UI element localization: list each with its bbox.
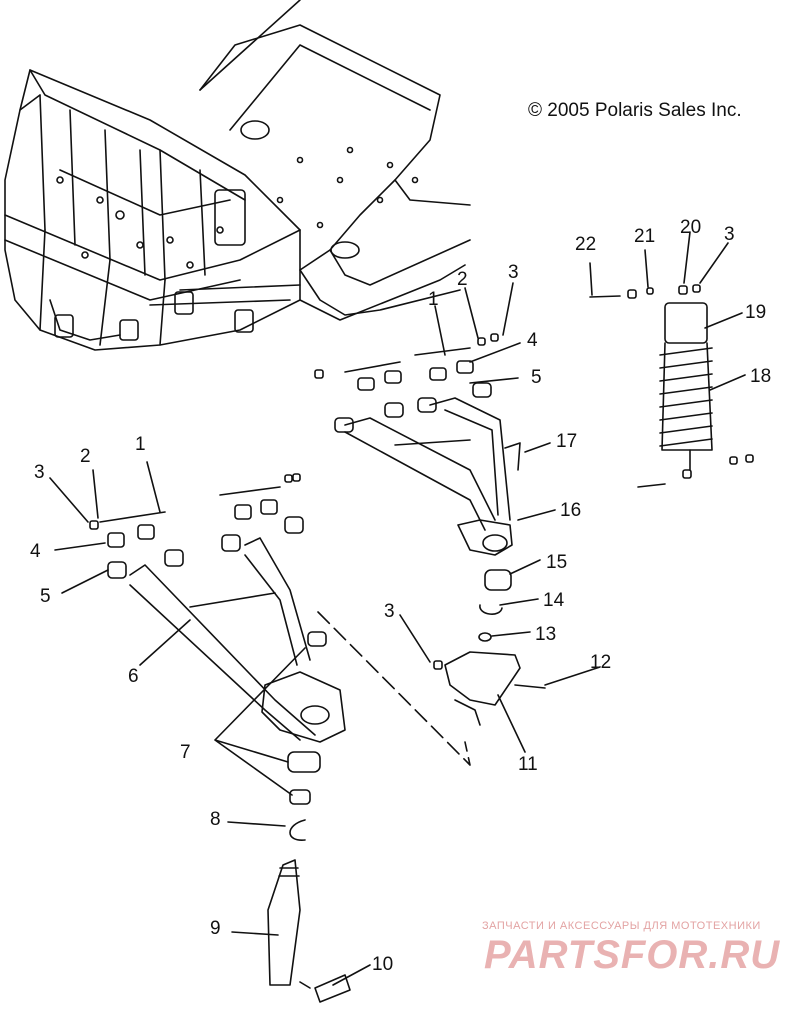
callout-16: 16 xyxy=(560,500,581,521)
spindle-assembly xyxy=(267,569,546,1003)
callout-19: 19 xyxy=(745,302,766,323)
copyright-notice: © 2005 Polaris Sales Inc. xyxy=(528,100,742,121)
lower-a-arm-assembly xyxy=(89,473,346,743)
callout-13: 13 xyxy=(535,624,556,645)
callout-labels: 1 2 3 4 5 6 7 8 9 10 11 12 13 14 15 16 1… xyxy=(30,217,771,975)
callout-2: 2 xyxy=(80,446,91,467)
callout-5-upper: 5 xyxy=(531,367,542,388)
watermark-logo: PARTSFOR.RU xyxy=(484,933,781,977)
callout-6: 6 xyxy=(128,666,139,687)
callout-7: 7 xyxy=(180,742,191,763)
shock-absorber xyxy=(589,284,754,488)
callout-1-upper: 1 xyxy=(428,289,439,310)
callout-4-upper: 4 xyxy=(527,330,538,351)
body-panel xyxy=(199,0,471,321)
leader-lines xyxy=(49,231,746,986)
callout-14: 14 xyxy=(543,590,565,611)
callout-17: 17 xyxy=(556,431,577,452)
callout-3-spindle: 3 xyxy=(384,601,395,622)
callout-22: 22 xyxy=(575,234,596,255)
callout-15: 15 xyxy=(546,552,567,573)
callout-20: 20 xyxy=(680,217,701,238)
chassis-frame xyxy=(4,69,301,351)
callout-5: 5 xyxy=(40,586,51,607)
callout-1: 1 xyxy=(135,434,146,455)
callout-8: 8 xyxy=(210,809,221,830)
callout-9: 9 xyxy=(210,918,221,939)
callout-18: 18 xyxy=(750,366,771,387)
upper-a-arm-assembly xyxy=(314,333,521,556)
callout-2-upper: 2 xyxy=(457,269,468,290)
callout-12: 12 xyxy=(590,652,611,673)
callout-3-shock: 3 xyxy=(724,224,735,245)
callout-3-upper: 3 xyxy=(508,262,519,283)
callout-21: 21 xyxy=(634,226,655,247)
callout-3: 3 xyxy=(34,462,45,483)
callout-10: 10 xyxy=(372,954,393,975)
callout-4: 4 xyxy=(30,541,41,562)
watermark-tagline: ЗАПЧАСТИ И АКСЕССУАРЫ ДЛЯ МОТОТЕХНИКИ xyxy=(482,920,761,932)
callout-11: 11 xyxy=(518,754,538,775)
